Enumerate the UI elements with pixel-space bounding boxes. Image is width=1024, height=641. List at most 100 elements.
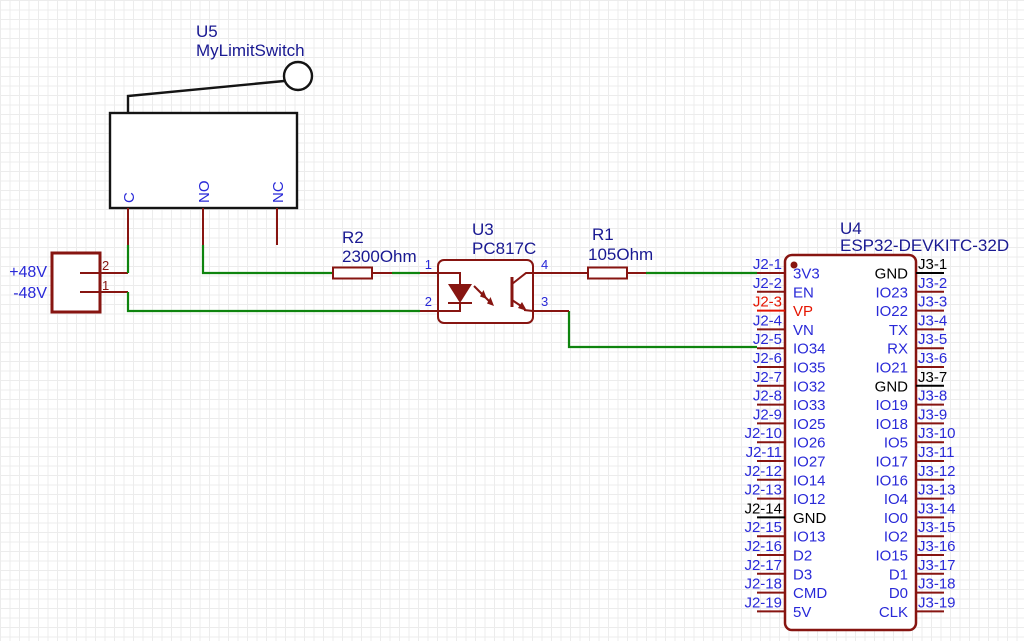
net-label-minus48v[interactable]: -48V (13, 285, 47, 302)
esp32-net-label-J3-18[interactable]: J3-18 (918, 576, 956, 593)
r2-body[interactable] (332, 266, 373, 280)
limit-switch-value[interactable]: MyLimitSwitch (196, 41, 305, 60)
esp32-net-label-J3-15[interactable]: J3-15 (918, 519, 956, 536)
esp32-net-label-J3-1[interactable]: J3-1 (918, 256, 947, 273)
power-connector: 2 1 +48V -48V (9, 251, 128, 314)
esp32-pin-name-J3-18: D0 (889, 585, 908, 602)
esp32-pin-name-J3-14: IO0 (884, 510, 908, 527)
resistor-r1: R1 105Ohm (587, 225, 653, 280)
resistor-r2: R2 2300Ohm (332, 228, 417, 280)
esp32-net-label-J2-17[interactable]: J2-17 (744, 557, 782, 574)
esp32-net-label-J3-10[interactable]: J3-10 (918, 425, 956, 442)
esp32-net-label-J3-5[interactable]: J3-5 (918, 331, 947, 348)
esp32-pin-name-J3-17: D1 (889, 566, 908, 583)
esp32-net-label-J2-8[interactable]: J2-8 (753, 388, 782, 405)
esp32-net-label-J2-1[interactable]: J2-1 (753, 256, 782, 273)
esp32-net-label-J2-16[interactable]: J2-16 (744, 538, 782, 555)
r2-value[interactable]: 2300Ohm (342, 247, 417, 266)
esp32-pin-name-J3-15: IO2 (884, 529, 908, 546)
esp32-net-label-J3-17[interactable]: J3-17 (918, 557, 956, 574)
esp32-net-label-J3-7[interactable]: J3-7 (918, 369, 947, 386)
esp32-pin-name-J2-7: IO32 (793, 378, 826, 395)
esp32-pin-name-J3-13: IO4 (884, 491, 908, 508)
esp32-pin-name-J3-12: IO16 (875, 472, 908, 489)
esp32-net-label-J3-9[interactable]: J3-9 (918, 406, 947, 423)
esp32-net-label-J3-2[interactable]: J3-2 (918, 275, 947, 292)
limit-switch-reference[interactable]: U5 (196, 22, 218, 41)
esp32-pin-name-J3-6: IO21 (875, 360, 908, 377)
esp32-pin-name-J2-5: IO34 (793, 341, 826, 358)
esp32-pin-name-J3-3: IO22 (875, 303, 908, 320)
r1-body[interactable] (587, 266, 628, 280)
opto-body[interactable] (437, 259, 534, 324)
esp32-net-label-J2-4[interactable]: J2-4 (753, 312, 782, 329)
r1-value[interactable]: 105Ohm (588, 245, 653, 264)
opto-led-anode (438, 272, 461, 284)
esp32-pin-name-J2-19: 5V (793, 604, 811, 621)
net-label-plus48v[interactable]: +48V (9, 264, 47, 281)
pin-name-no: NO (196, 181, 213, 204)
esp32-net-label-J2-18[interactable]: J2-18 (744, 576, 782, 593)
esp32-net-label-J2-13[interactable]: J2-13 (744, 482, 782, 499)
opto-value[interactable]: PC817C (472, 239, 536, 258)
esp32-net-label-J2-9[interactable]: J2-9 (753, 406, 782, 423)
esp32-pin-name-J2-17: D3 (793, 566, 812, 583)
esp32-pin-name-J2-8: IO33 (793, 397, 826, 414)
esp32-pin-name-J2-10: IO26 (793, 435, 826, 452)
esp32-net-label-J3-6[interactable]: J3-6 (918, 350, 947, 367)
opto-reference[interactable]: U3 (472, 220, 494, 239)
esp32-net-label-J2-3[interactable]: J2-3 (753, 294, 782, 311)
esp32-net-label-J3-12[interactable]: J3-12 (918, 463, 956, 480)
opto-pin-number-1: 1 (425, 257, 432, 272)
esp32-net-label-J2-10[interactable]: J2-10 (744, 425, 782, 442)
esp32-net-label-J2-14[interactable]: J2-14 (744, 500, 782, 517)
esp32-net-label-J3-4[interactable]: J3-4 (918, 312, 947, 329)
esp32-pin-name-J3-19: CLK (879, 604, 908, 621)
esp32-value[interactable]: ESP32-DEVKITC-32D (840, 236, 1009, 255)
esp32-pin-name-J3-9: IO18 (875, 416, 908, 433)
r1-reference[interactable]: R1 (592, 225, 614, 244)
esp32-reference[interactable]: U4 (840, 219, 862, 238)
opto-transistor-emitter-lead-icon (523, 309, 534, 312)
wire-no-to-r2[interactable] (201, 245, 333, 275)
esp32-net-label-J3-14[interactable]: J3-14 (918, 500, 956, 517)
r2-reference[interactable]: R2 (342, 228, 364, 247)
wire-minus48v-to-opto-pin2[interactable] (126, 292, 420, 313)
esp32-net-label-J3-13[interactable]: J3-13 (918, 482, 956, 499)
limit-switch-roller-icon (282, 60, 314, 92)
esp32-pin-name-J3-8: IO19 (875, 397, 908, 414)
opto-light-arrowhead2-icon (487, 297, 494, 306)
esp32-net-label-J3-8[interactable]: J3-8 (918, 388, 947, 405)
esp32-u4: U4 ESP32-DEVKITC-32D J2-13V3J2-2ENJ2-3VP… (744, 219, 1009, 632)
opto-transistor-collector-icon (511, 272, 533, 285)
power-connector-body[interactable] (50, 251, 102, 314)
esp32-net-label-J3-11[interactable]: J3-11 (918, 444, 954, 461)
esp32-net-label-J2-2[interactable]: J2-2 (753, 275, 782, 292)
esp32-pin-name-J2-15: IO13 (793, 529, 826, 546)
esp32-net-label-J3-19[interactable]: J3-19 (918, 594, 956, 611)
esp32-pin-name-J2-1: 3V3 (793, 266, 820, 283)
esp32-net-label-J2-6[interactable]: J2-6 (753, 350, 782, 367)
esp32-pin-name-J3-4: TX (889, 322, 908, 339)
esp32-net-label-J2-7[interactable]: J2-7 (753, 369, 782, 386)
esp32-pin-name-J2-13: IO12 (793, 491, 826, 508)
esp32-pin-name-J2-4: VN (793, 322, 814, 339)
esp32-pin-name-J3-10: IO5 (884, 435, 908, 452)
opto-pin-number-3: 3 (541, 294, 548, 309)
esp32-net-label-J2-15[interactable]: J2-15 (744, 519, 782, 536)
esp32-net-label-J2-19[interactable]: J2-19 (744, 594, 782, 611)
esp32-net-label-J2-5[interactable]: J2-5 (753, 331, 782, 348)
esp32-net-label-J2-12[interactable]: J2-12 (744, 463, 782, 480)
wire-opto-pin3-to-esp32-j2-5[interactable] (567, 311, 757, 349)
opto-led-cathode (438, 303, 461, 312)
limit-switch-body[interactable] (108, 111, 299, 210)
esp32-pin-name-J2-11: IO27 (793, 454, 826, 471)
esp32-net-label-J3-16[interactable]: J3-16 (918, 538, 956, 555)
esp32-net-label-J2-11[interactable]: J2-11 (746, 444, 782, 461)
esp32-net-label-J3-3[interactable]: J3-3 (918, 294, 947, 311)
opto-pin-number-2: 2 (425, 294, 432, 309)
esp32-pin-name-J2-12: IO14 (793, 472, 826, 489)
optocoupler-u3: 1 2 3 4 U3 PC817C (420, 220, 588, 324)
esp32-pin-name-J3-1: GND (875, 266, 909, 283)
